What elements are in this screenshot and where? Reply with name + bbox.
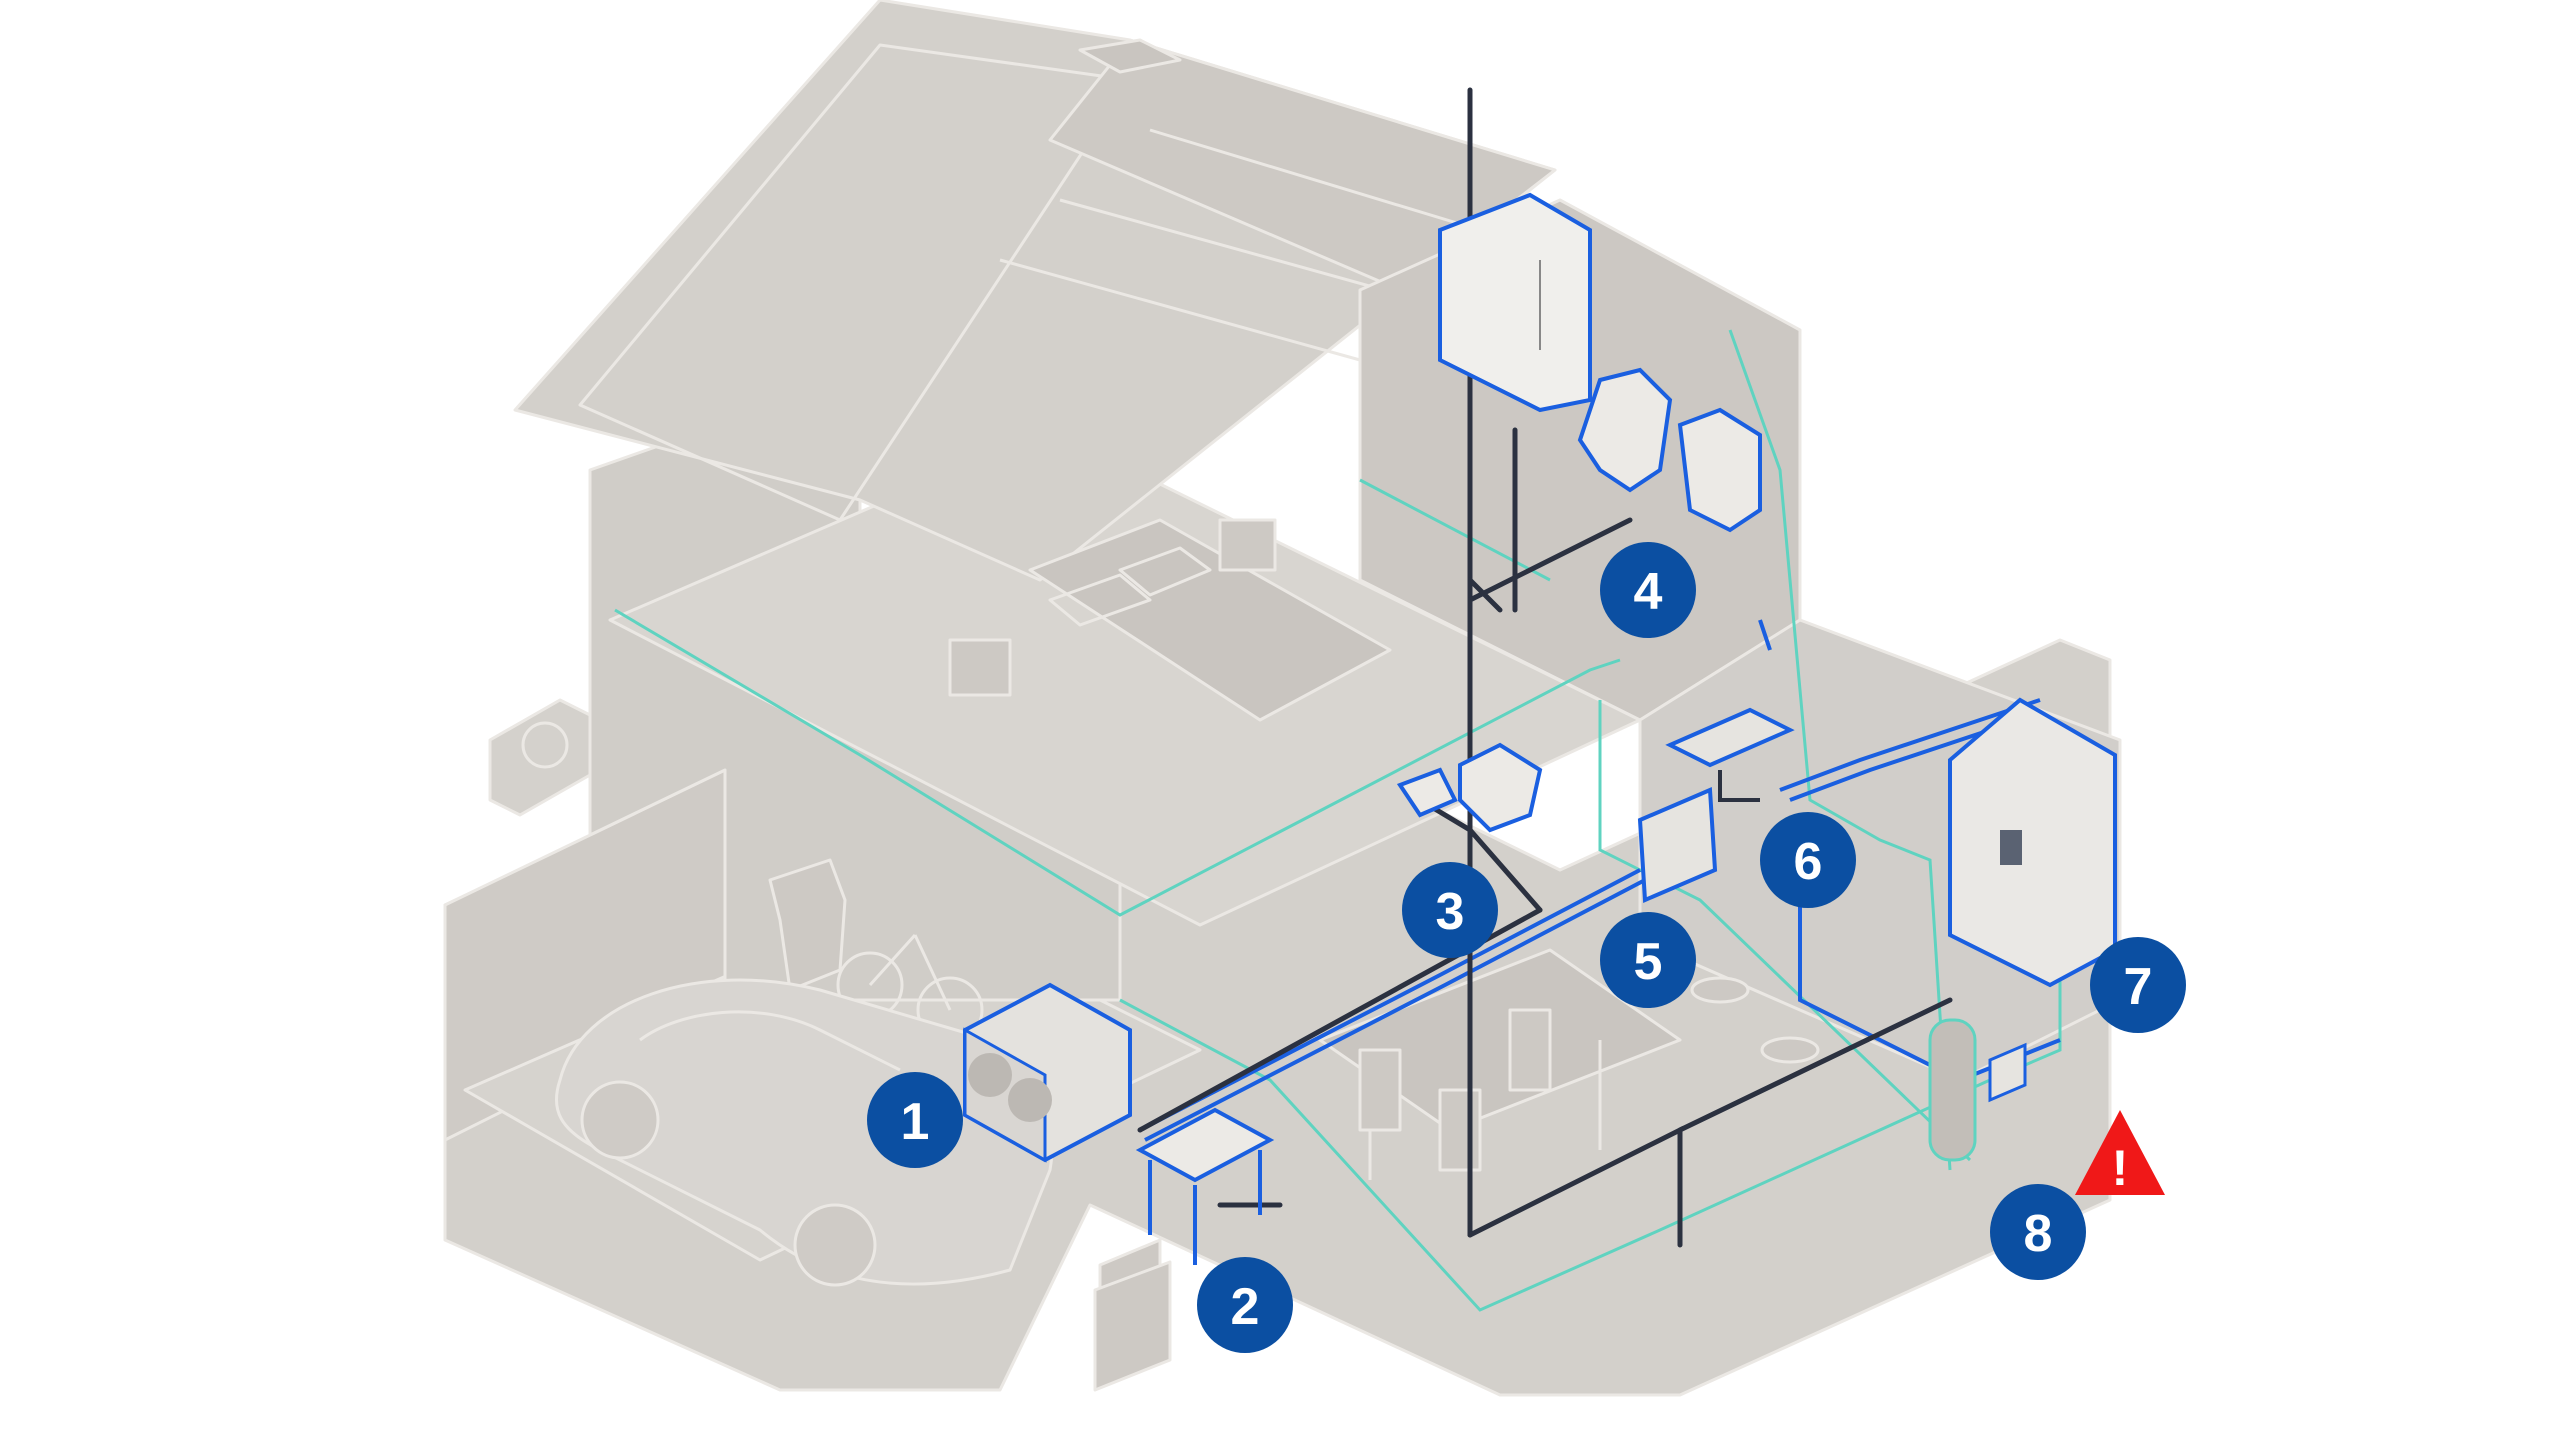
marker-circle — [1990, 1184, 2086, 1280]
house-structure — [443, 0, 2122, 1397]
marker-label: 1 — [901, 1093, 930, 1151]
marker-circle — [1402, 862, 1498, 958]
marker-5[interactable]: 5 — [1600, 912, 1696, 1008]
marker-8[interactable]: 8 — [1990, 1184, 2086, 1280]
trash-bin-icon — [768, 858, 847, 992]
washer-dryer-icon[interactable] — [963, 982, 1132, 1163]
marker-3[interactable]: 3 — [1402, 862, 1498, 958]
marker-label: 8 — [2024, 1205, 2053, 1263]
marker-label: 5 — [1634, 933, 1663, 991]
utility-sink-icon[interactable] — [1135, 1107, 1275, 1265]
marker-label: 3 — [1436, 883, 1465, 941]
bathroom-sink-icon[interactable] — [1396, 742, 1543, 833]
fixture-markers: 1 2 3 4 5 6 7 8 — [867, 542, 2186, 1353]
marker-2[interactable]: 2 — [1197, 1257, 1293, 1353]
warning-symbol: ! — [2112, 1140, 2129, 1196]
marker-6[interactable]: 6 — [1760, 812, 1856, 908]
water-shutoff-valve-icon[interactable] — [1988, 1042, 2027, 1103]
marker-circle — [1760, 812, 1856, 908]
marker-circle — [2090, 937, 2186, 1033]
marker-label: 4 — [1634, 563, 1663, 621]
marker-circle — [867, 1072, 963, 1168]
marker-label: 6 — [1794, 833, 1823, 891]
marker-4[interactable]: 4 — [1600, 542, 1696, 638]
water-softener-icon[interactable] — [1637, 787, 1718, 903]
warning-triangle-icon[interactable]: ! — [2075, 1110, 2165, 1196]
shower-icon — [1438, 192, 1592, 413]
marker-circle — [1600, 542, 1696, 638]
marker-label: 7 — [2124, 958, 2153, 1016]
water-heater-tank-icon[interactable] — [1928, 1018, 1977, 1162]
marker-1[interactable]: 1 — [867, 1072, 963, 1168]
marker-label: 2 — [1231, 1278, 1260, 1336]
marker-7[interactable]: 7 — [2090, 937, 2186, 1033]
roof-vent — [1078, 38, 1182, 74]
kitchen-sink-icon[interactable] — [1665, 707, 1795, 802]
toilet-icon[interactable] — [1577, 367, 1762, 533]
marker-circle — [1197, 1257, 1293, 1353]
marker-circle — [1600, 912, 1696, 1008]
dining-table — [1318, 948, 1682, 1132]
refrigerator-icon[interactable] — [1948, 697, 2117, 988]
ac-unit-icon — [488, 698, 592, 817]
